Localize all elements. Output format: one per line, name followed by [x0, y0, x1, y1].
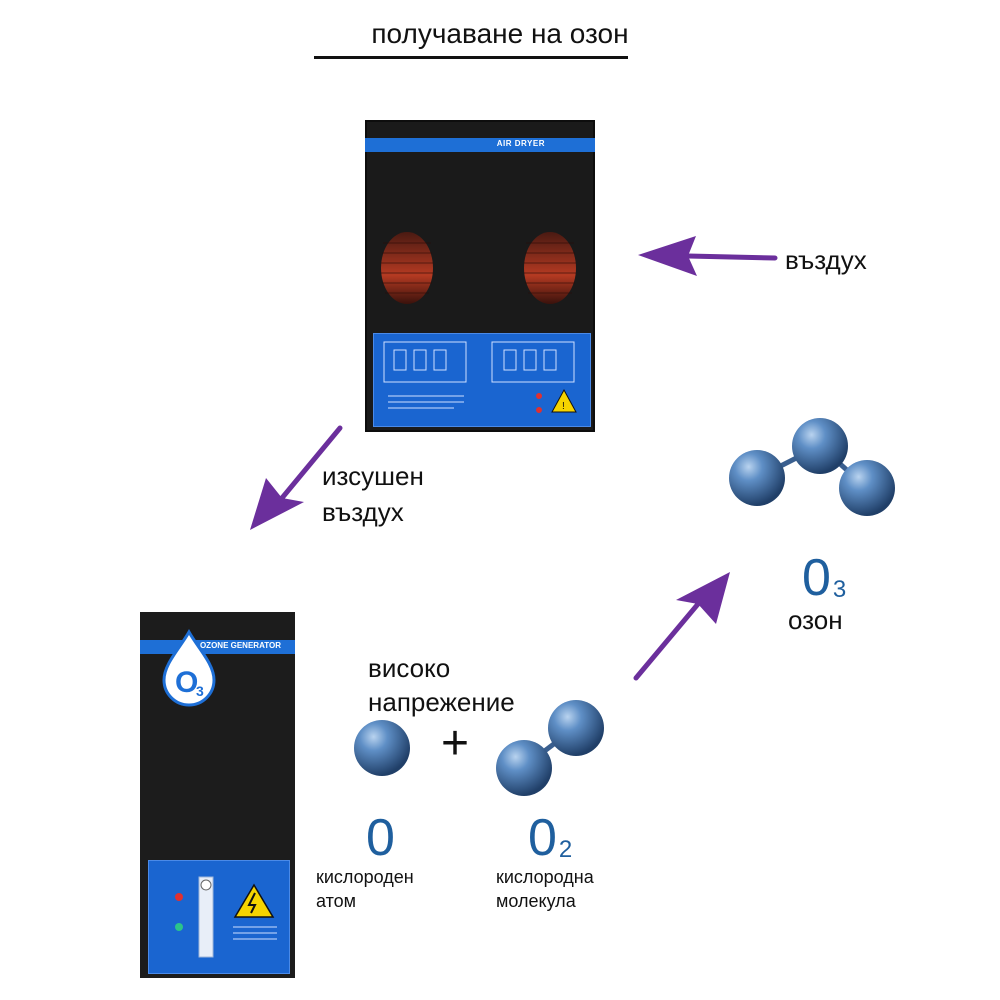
dryer-coil-left-icon — [379, 161, 435, 304]
dryer-label: AIR DRYER — [496, 139, 545, 148]
dried-air-label-line2: въздух — [322, 497, 404, 527]
air-dryer-device: AIR DRYER — [365, 120, 595, 432]
svg-text:!: ! — [562, 401, 565, 412]
title-underline — [314, 56, 628, 59]
ozone-generator-device: OZONE GENERATOR O 3 — [140, 612, 295, 978]
generator-panel-icon — [175, 876, 277, 958]
badge-subscript: 3 — [196, 683, 204, 699]
dried-air-label-line1: изсушен — [322, 461, 424, 491]
dryer-coil-right-icon — [522, 161, 578, 304]
dryer-label-band: AIR DRYER — [365, 138, 595, 152]
air-label: въздух — [785, 245, 867, 275]
oxygen-atom-formula: 0 — [366, 812, 395, 864]
oxygen-molecule-symbol: 0 — [528, 809, 557, 867]
oxygen-molecule-caption-line1: кислородна — [496, 867, 594, 887]
oxygen-atom-caption-line2: атом — [316, 891, 357, 911]
ozone-symbol: 0 — [802, 549, 831, 607]
oxygen-molecule-icon — [496, 700, 604, 796]
ozone-formula: 03 — [802, 552, 846, 614]
ozone-subscript: 3 — [832, 576, 847, 603]
oxygen-molecule-formula: 02 — [528, 812, 572, 874]
generator-label: OZONE GENERATOR — [199, 641, 281, 650]
ozone-word-label: озон — [788, 605, 843, 635]
badge-letter: O — [175, 666, 198, 699]
arrow-air-to-dryer — [638, 236, 778, 276]
diagram-title: получаване на озон — [371, 18, 629, 49]
dryer-schematic-icon: ! — [383, 341, 577, 413]
generator-control-panel — [148, 860, 290, 974]
oxygen-molecule-subscript: 2 — [558, 836, 573, 863]
high-voltage-label-line2: напрежение — [368, 687, 515, 717]
dryer-control-panel: ! — [373, 333, 591, 427]
arrow-dryer-to-generator — [250, 425, 343, 530]
plus-sign: + — [441, 717, 470, 770]
high-voltage-label-line1: високо — [368, 653, 451, 683]
ozone-molecule-icon — [729, 418, 895, 516]
oxygen-molecule-caption-line2: молекула — [496, 891, 576, 911]
oxygen-atom-caption-line1: кислороден — [316, 867, 414, 887]
arrow-reaction-to-ozone — [633, 572, 730, 681]
ozone-drop-badge-icon: O 3 — [162, 628, 216, 707]
oxygen-atom-icon — [354, 720, 410, 776]
oxygen-atom-symbol: 0 — [366, 809, 395, 867]
